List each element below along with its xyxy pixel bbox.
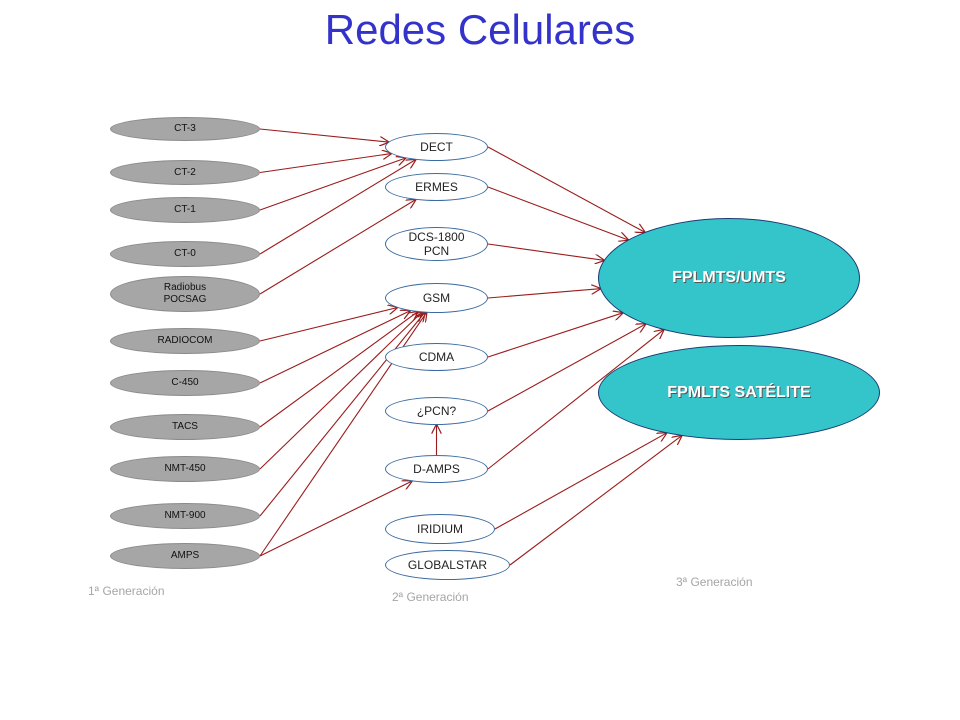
arrow-ct2-to-dect [259, 154, 391, 174]
node-radiocom: RADIOCOM [110, 328, 260, 354]
arrow-amps-to-damps [259, 481, 412, 557]
node-label: IRIDIUM [417, 522, 463, 536]
node-label: CT-3 [174, 123, 196, 134]
node-label: GLOBALSTAR [407, 558, 488, 572]
node-label: ¿PCN? [416, 404, 457, 418]
node-ct-3: CT-3 [110, 117, 260, 141]
node-label: CT-0 [174, 248, 196, 259]
node-ermes: ERMES [385, 173, 488, 201]
arrow-pcn-to-umts [487, 324, 645, 412]
node-nmt-450: NMT-450 [110, 456, 260, 482]
node-label: D-AMPS [413, 462, 460, 476]
node-label: FPLMTS/UMTS [672, 269, 786, 286]
arrow-ct0-to-dect [259, 160, 415, 255]
node-label: CT-2 [174, 166, 196, 178]
node-label: NMT-450 [164, 463, 206, 474]
arrow-cdma-to-umts [487, 313, 622, 358]
node-cdma: CDMA [385, 343, 488, 371]
node-d-amps: D-AMPS [385, 455, 488, 483]
node-label: GSM [422, 291, 451, 305]
node-label: DECT [420, 140, 453, 154]
node-label: NMT-900 [164, 510, 206, 521]
node-iridium: IRIDIUM [385, 514, 495, 544]
node-fplmts-umts: FPLMTS/UMTS [598, 218, 860, 338]
node-pcn-question: ¿PCN? [385, 397, 488, 425]
node-ct-2: CT-2 [110, 160, 260, 185]
arrow-damps-to-umts [487, 330, 663, 470]
node-label: CDMA [418, 350, 455, 364]
arrow-radiocom-to-gsm [259, 308, 397, 342]
arrow-c450-to-gsm [259, 311, 410, 384]
arrow-globalstar-to-satelite [509, 436, 681, 566]
arrow-gsm-to-umts [487, 289, 600, 299]
node-label: FPMLTS SATÉLITE [667, 383, 811, 401]
node-label: ERMES [415, 180, 458, 194]
generation-label-second: 2ª Generación [392, 590, 469, 604]
node-amps: AMPS [110, 543, 260, 569]
node-c-450: C-450 [110, 370, 260, 396]
node-fpmlts-satelite: FPMLTS SATÉLITE [598, 345, 880, 440]
node-label: AMPS [170, 550, 200, 561]
arrow-radiobus-to-ermes [259, 200, 415, 295]
generation-label-third: 3ª Generación [676, 575, 753, 589]
arrow-ct3-to-dect [259, 128, 388, 142]
arrow-dcs-to-umts [487, 243, 604, 260]
arrow-dect-to-umts [487, 146, 645, 232]
node-ct-1: CT-1 [110, 197, 260, 223]
generation-label-first: 1ª Generación [88, 584, 165, 598]
node-label: TACS [172, 421, 198, 432]
arrow-iridium-to-satelite [494, 433, 666, 530]
node-gsm: GSM [385, 283, 488, 313]
node-globalstar: GLOBALSTAR [385, 550, 510, 580]
page-title: Redes Celulares [324, 6, 636, 53]
node-label: C-450 [171, 377, 199, 388]
node-ct-0: CT-0 [110, 241, 260, 267]
arrow-nmt450-to-gsm [259, 312, 422, 470]
node-dect: DECT [385, 133, 488, 161]
node-tacs: TACS [110, 414, 260, 440]
node-label: CT-1 [174, 204, 196, 215]
arrow-tacs-to-gsm [259, 312, 417, 428]
arrow-ermes-to-umts [487, 186, 628, 240]
node-label: RADIOCOM [157, 335, 213, 346]
node-nmt-900: NMT-900 [110, 503, 260, 529]
arrow-nmt900-to-gsm [259, 313, 425, 517]
arrow-ct1-to-dect [259, 158, 405, 211]
